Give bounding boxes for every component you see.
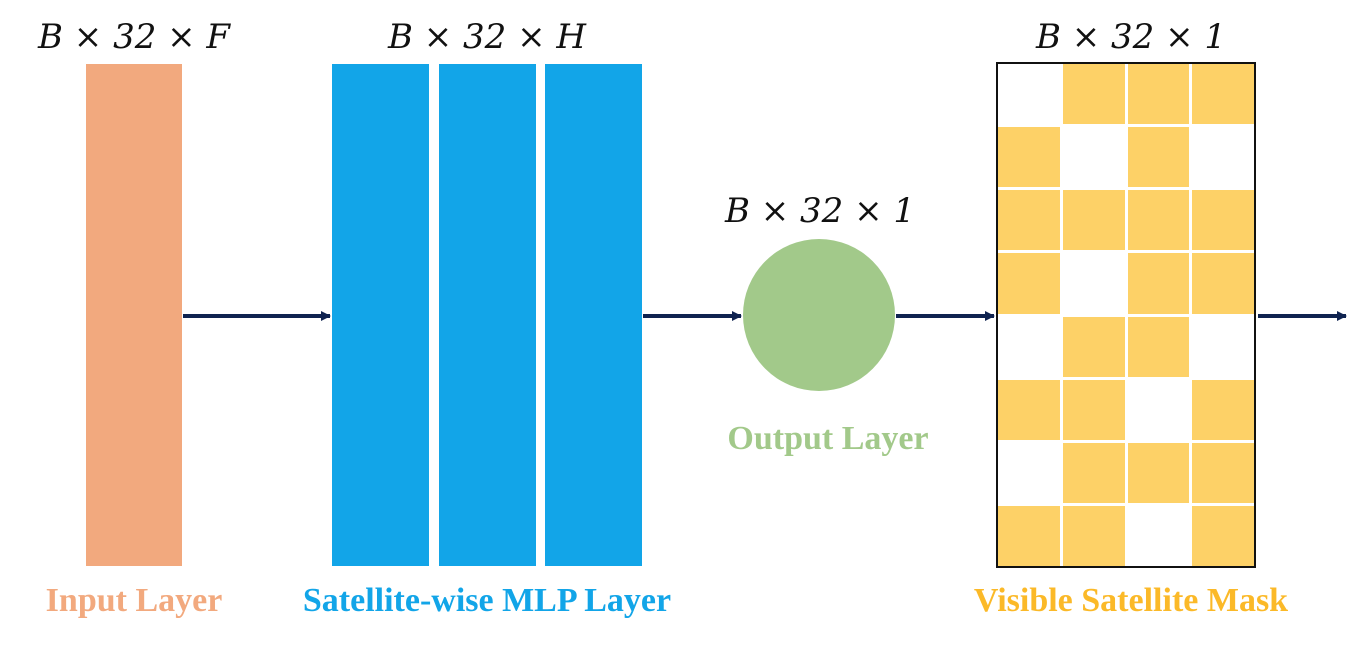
mask-cell-hidden — [1127, 379, 1190, 440]
output-layer-node — [743, 239, 895, 391]
mask-cell-visible — [1192, 442, 1254, 503]
mask-cell-hidden — [1062, 127, 1125, 188]
mask-cell-visible — [1062, 505, 1125, 566]
mask-cell-hidden — [998, 442, 1060, 503]
mlp-layer-block-1 — [332, 64, 429, 566]
mlp-layer-block-3 — [545, 64, 642, 566]
input-layer-block — [86, 64, 182, 566]
visible-satellite-mask-grid — [996, 62, 1256, 568]
mask-cell-visible — [1062, 190, 1125, 251]
mask-cell-visible — [1192, 253, 1254, 314]
output-dim-label: B × 32 × 1 — [724, 191, 916, 231]
mask-cell-visible — [1192, 379, 1254, 440]
output-layer-caption: Output Layer — [727, 420, 929, 457]
mlp-layer-block-2 — [439, 64, 536, 566]
mask-cell-hidden — [1192, 316, 1254, 377]
mask-cell-visible — [1127, 127, 1190, 188]
mlp-layer-caption: Satellite-wise MLP Layer — [302, 582, 672, 619]
mask-cell-visible — [998, 127, 1060, 188]
mask-cell-visible — [1127, 64, 1190, 125]
mask-cell-visible — [1127, 190, 1190, 251]
mask-cell-hidden — [998, 316, 1060, 377]
mlp-dim-label: B × 32 × H — [387, 17, 587, 57]
mask-cell-visible — [998, 505, 1060, 566]
input-dim-label: B × 32 × F — [37, 17, 231, 57]
mask-cell-visible — [1127, 253, 1190, 314]
mask-cell-visible — [1127, 442, 1190, 503]
mask-cell-visible — [998, 253, 1060, 314]
mask-cell-visible — [1192, 64, 1254, 125]
mask-cell-hidden — [1062, 253, 1125, 314]
mask-cell-visible — [998, 190, 1060, 251]
mask-cell-visible — [1062, 316, 1125, 377]
mask-cell-visible — [1062, 64, 1125, 125]
mask-dim-label: B × 32 × 1 — [1035, 17, 1227, 57]
mask-cell-visible — [1127, 316, 1190, 377]
mask-cell-visible — [1192, 505, 1254, 566]
mask-cell-visible — [1062, 442, 1125, 503]
input-layer-caption: Input Layer — [45, 582, 223, 619]
mask-cell-hidden — [998, 64, 1060, 125]
mask-cell-visible — [1192, 190, 1254, 251]
mask-cell-hidden — [1127, 505, 1190, 566]
mask-caption: Visible Satellite Mask — [973, 582, 1289, 619]
mask-cell-visible — [998, 379, 1060, 440]
mask-cell-visible — [1062, 379, 1125, 440]
mask-cell-hidden — [1192, 127, 1254, 188]
